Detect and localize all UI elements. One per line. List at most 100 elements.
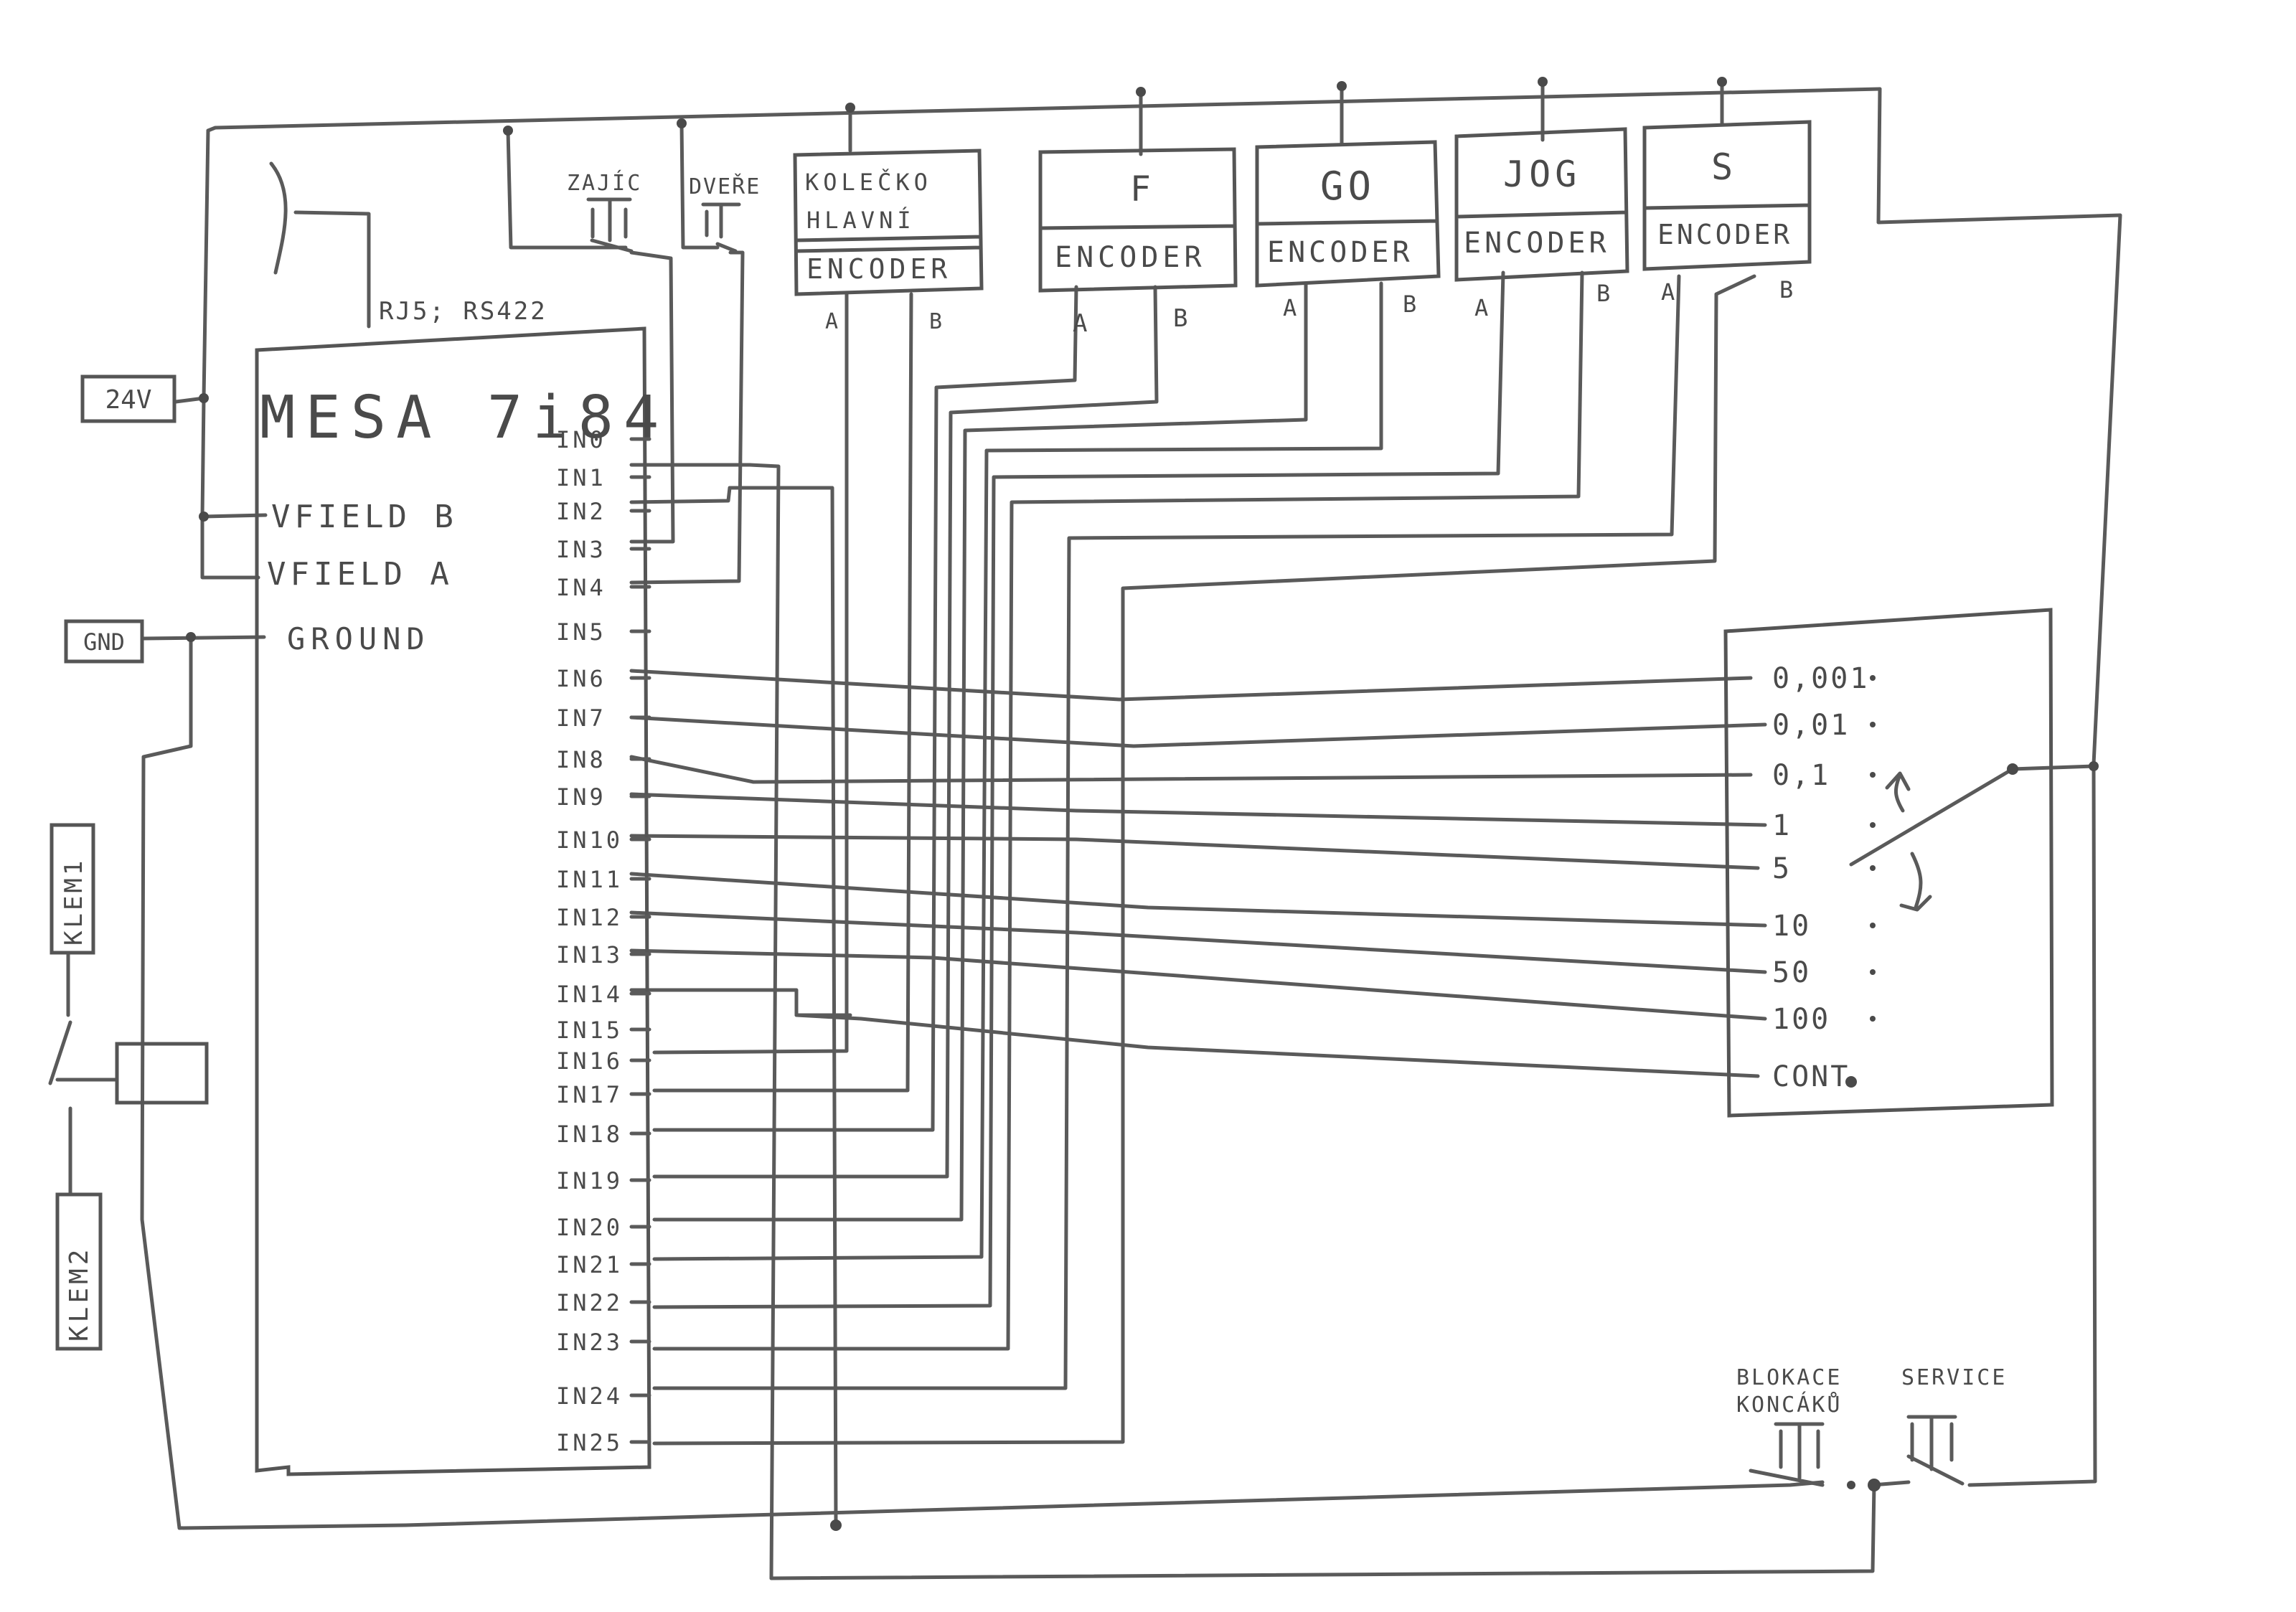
selector-contact-dot	[1870, 675, 1876, 681]
input-pin-24: IN24	[556, 1382, 623, 1410]
junction-dot	[1538, 77, 1548, 87]
sel-wire-1	[629, 792, 1767, 827]
power-gnd-box: GND	[64, 619, 144, 664]
encoder-common-bus	[805, 486, 838, 1527]
input-pin-list: IN0IN1IN2IN3IN4IN5IN6IN7IN8IN9IN10IN11IN…	[556, 426, 651, 1456]
input-pin-3: IN3	[556, 536, 606, 563]
sel-wire-cont	[794, 1013, 1760, 1078]
zajic-label: ZAJÍC	[567, 170, 642, 196]
service-button: SERVICE	[1901, 1365, 2007, 1471]
kolecko-b-wire	[652, 292, 913, 1093]
input-pin-16: IN16	[556, 1047, 623, 1075]
encoder-jog: JOG ENCODER A B	[1454, 127, 1629, 321]
klem1-label: KLEM1	[60, 858, 88, 946]
encoder-kolecko-type: ENCODER	[806, 253, 951, 285]
service-label: SERVICE	[1901, 1365, 2007, 1390]
selector-position-1: 0,01	[1772, 709, 1850, 742]
encoder-go-name: GO	[1320, 164, 1375, 209]
input-pin-25: IN25	[556, 1429, 623, 1456]
dvere-pushbutton-icon	[701, 202, 741, 253]
in14-wire	[629, 988, 852, 1017]
dvere-button: DVEŘE	[689, 174, 759, 253]
junction-dot	[199, 512, 209, 522]
input-pin-20: IN20	[556, 1214, 623, 1241]
encoder-s-type: ENCODER	[1657, 219, 1792, 250]
f-b-wire	[652, 285, 1159, 1179]
left-supply-wire	[200, 128, 260, 580]
input-pin-5: IN5	[556, 618, 606, 646]
input-pin-7: IN7	[556, 704, 606, 732]
relay-coil	[115, 1042, 209, 1105]
encoder-f-type: ENCODER	[1055, 241, 1206, 274]
junction-dot	[845, 103, 855, 113]
input-pin-1: IN1	[556, 464, 606, 491]
junction-dots	[186, 77, 2099, 1531]
zajic-button: ZAJÍC	[567, 170, 642, 253]
selector-contact-dot	[1870, 923, 1876, 928]
zajic-pushbutton-icon	[586, 197, 634, 253]
encoder-f: F ENCODER A B	[1038, 147, 1238, 338]
encoder-jog-type: ENCODER	[1464, 227, 1610, 260]
encoder-jog-b: B	[1596, 280, 1610, 307]
input-pin-18: IN18	[556, 1121, 623, 1148]
selector-contact-dot	[1870, 969, 1876, 975]
encoder-s-name: S	[1711, 146, 1733, 188]
junction-dot	[1868, 1479, 1881, 1491]
arrow-up	[1885, 771, 1911, 813]
selector-common-wire	[2010, 764, 2096, 771]
encoder-s: S ENCODER A B	[1642, 120, 1812, 306]
input-pin-4: IN4	[556, 574, 606, 601]
kolecko-a-wire	[652, 292, 849, 1055]
input-pin-2: IN2	[556, 498, 606, 525]
encoder-common-return	[748, 463, 781, 1580]
encoder-kolecko-a: A	[825, 309, 838, 334]
selector-position-6: 50	[1772, 956, 1811, 989]
zajic-wire	[506, 128, 675, 544]
ground-loop	[140, 635, 1825, 1530]
sel-wire-001	[629, 715, 1767, 748]
pin-ground: GROUND	[287, 621, 430, 656]
input-pin-19: IN19	[556, 1167, 623, 1194]
wires	[48, 80, 2122, 1580]
sel-wire-5	[629, 834, 1760, 870]
rj-label: RJ5; RS422	[379, 297, 547, 326]
service-contact	[1906, 1454, 1965, 1486]
junction-dot	[677, 118, 687, 128]
pin-vfieldb: VFIELD B	[271, 499, 458, 535]
input-pin-12: IN12	[556, 904, 623, 931]
encoder-go: GO ENCODER A B	[1255, 140, 1441, 321]
mesa-board: RJ5; RS422 MESA 7i84 VFIELD B VFIELD A G…	[255, 297, 669, 1476]
encoder-go-b: B	[1403, 291, 1416, 318]
selector-contact-dot	[1845, 1076, 1857, 1088]
encoder-kolecko: KOLEČKO HLAVNÍ ENCODER A B	[793, 149, 984, 334]
input-pin-15: IN15	[556, 1017, 623, 1044]
encoder-jog-name: JOG	[1503, 154, 1581, 195]
board-title: MESA 7i84	[260, 384, 669, 452]
s-b-wire	[652, 274, 1756, 1446]
encoder-kolecko-name2: HLAVNÍ	[806, 207, 916, 234]
selector-position-8: CONT	[1772, 1060, 1850, 1093]
power-24v-label: 24V	[105, 385, 151, 415]
selector-position-2: 0,1	[1772, 759, 1830, 792]
service-pushbutton-icon	[1906, 1415, 1957, 1471]
input-pin-23: IN23	[556, 1329, 623, 1356]
pin-vfielda: VFIELD A	[267, 556, 453, 593]
junction-dot	[186, 632, 196, 642]
selector-contact-dot	[1870, 865, 1876, 871]
selector-position-0: 0,001	[1772, 662, 1869, 695]
junction-dot	[1717, 77, 1727, 87]
encoder-go-type: ENCODER	[1267, 236, 1413, 269]
junction-dot	[1337, 81, 1347, 91]
selector-contact-dot	[1870, 722, 1876, 727]
input-pin-22: IN22	[556, 1289, 623, 1316]
blokace-button: BLOKACE KONCÁKŮ	[1736, 1365, 1840, 1480]
in2-wire	[629, 486, 809, 504]
arrow-down	[1899, 852, 1932, 912]
input-pin-6: IN6	[556, 665, 606, 692]
junction-dot	[503, 126, 513, 136]
junction-dot	[830, 1519, 842, 1531]
right-bus-wire	[1876, 87, 2122, 1487]
